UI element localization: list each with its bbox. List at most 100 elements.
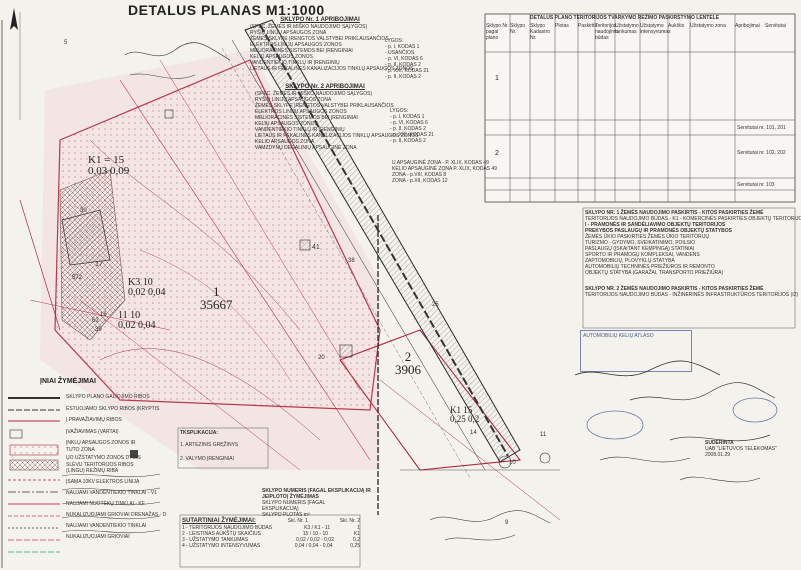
col-header: Užstatymo intensyvumas (640, 23, 671, 35)
lot2-purpose-heading: SKLYPO NR. 2 ŽEMĖS NAUDOJIMO PASKIRTIS -… (585, 286, 764, 292)
cond-label: 4 - UŽSTATYMO INTENSYVUMAS (182, 543, 261, 550)
lot-sub: 0,02 0,04 (128, 287, 166, 298)
agreed-date: 2008.01.29 (705, 452, 731, 458)
lot-label: 2 3906 (395, 350, 421, 376)
lot1-purpose-heading: SKLYPO NR. 1 ŽEMĖS NAUDOJIMO PASKIRTIS -… (585, 210, 764, 216)
zone-line: U APSAUGINĖ ZONA - P. XLIX, KODAS 49 (392, 160, 489, 166)
restriction-line: KELIŲ APSAUGOS ZONOS (250, 54, 313, 61)
lot-1-outline (54, 59, 381, 411)
restriction-line: KELIŲ APSAUGOS ZONOS (255, 121, 318, 128)
lot-label: K1 15 0,25 0,2 (450, 406, 479, 424)
restrictions-lot2-codes: LYGOS: - p. I, KODAS 1 - p. VI, KODAS 6 … (390, 108, 460, 144)
row-lot-number: 2 (495, 150, 499, 157)
purpose-line: TURIZMO - GYDYMO, SVEIKATINIMO, POILSIO (585, 240, 696, 246)
legend-item: (LINGU) REŽIMŲ RIBA (66, 468, 119, 474)
restrictions-lot1: SKLYPO Nr. 1 APRIBOJIMAI (SPEC. ŽEMĖS IR… (250, 17, 414, 73)
table-note: Servitutai nr. 101, 201 (737, 125, 786, 131)
cond-b: 0,25 (350, 543, 360, 550)
restrictions-lot2: SKLYPO Nr. 2 APRIBOJIMAI (SPEC. ŽEMĖS IR… (255, 84, 418, 152)
purpose-line: PASLAUGŲ (ĮSKAITANT KEMPINGĄ) STATINIAI (585, 246, 695, 252)
plan-point: 11 (540, 432, 547, 438)
cond-label: 3 - UŽSTATYMO TANKUMAS (182, 537, 249, 544)
legend-item: ŲO UŽSTATYMO ZONOS DYDIS (66, 455, 141, 461)
restriction-line: VANDENTIEKIO TINKLŲ IR ĮRENGINIŲ (255, 127, 345, 134)
row-lot-number: 1 (495, 75, 499, 82)
legend-item: ĮNKLŲ APSAUGOS ZONOS IR (66, 440, 136, 446)
restrictions-lot1-heading: SKLYPO Nr. 1 APRIBOJIMAI (280, 17, 360, 23)
legend-item: NAUJAMI VANDENTIEKIO TINKLAI - V1 (66, 490, 157, 496)
legend-list: SKLYPO PLANO GALIOJIMO RIBOS ESTUOJAMO S… (66, 394, 166, 545)
code-line: - USAN­ČIOS (385, 50, 415, 56)
restriction-line: MELIORACINĖS SISTEMOS BEI ĮRENGINIAI (255, 115, 358, 122)
purpose-line: ŽEMĖS ŪKIO PASKIRTIES ŽEMĖS ŪKIO TERITOR… (585, 234, 710, 240)
conditional-heading: SUTARTINIAI ŽYMĖJIMAI: (182, 518, 256, 524)
approval-stamp: AUTOMOBILIŲ KELIŲ ATLASO (580, 330, 692, 372)
lot-expl-row: SKLYPO NUMERIS (FAGAL (262, 500, 326, 506)
plan-point: 572 (72, 275, 83, 281)
plan-point: 14 (470, 430, 477, 436)
purpose-line: AUTOMOBILIŲ TECHNINĖS PRIEŽIŪROS IR REMO… (585, 264, 715, 270)
building (299, 239, 311, 251)
agreed-org: UAB "LIETUVOS TELEKOMAS" (705, 446, 777, 452)
cond-label: 2 - LEISTINAS AUKŠTŲ SKAIČIUS (182, 531, 261, 538)
cond-a: 0,04 / 0,04 - 0,04 (294, 543, 333, 550)
lot-label: K1 = 15 0,03 0,09 (88, 155, 129, 177)
lot-id: K1 = 15 (88, 154, 125, 166)
lot-id: 11 10 (118, 310, 141, 321)
road-band (244, 19, 521, 463)
restriction-line: LIETAUS IR FEKALINES KANALIZACIJOS TINKL… (250, 66, 414, 73)
plan-point: 5 (64, 40, 68, 46)
lot-label: K3 10 0,02 0,04 (128, 278, 166, 298)
code-line: - p. II, KODAS 2 (390, 138, 426, 144)
code-line: - p. XXI, KODAS 21 (385, 68, 429, 74)
plan-point: 39 (95, 327, 102, 333)
plan-point: 41 (312, 244, 320, 251)
cond-label: 1 - TERITORIJOS NAUDOJIMO BŪDAS (182, 525, 273, 532)
plan-point: 38 (348, 258, 355, 264)
col-header: Sklypo Kadastro Nr. (530, 23, 551, 41)
restriction-line: ELEKTROS LINIJŲ APSAUGOS ZONOS (255, 109, 347, 116)
purpose-line: I - PRAMONĖS IR SANDĖLIAVIMO OBJEKTŲ TER… (585, 222, 726, 228)
zone-line: KELIO APSAUGINĖ ZONA P. XLIX, KODAS 49 (392, 166, 497, 172)
restriction-line: (SPEC. ŽEMĖS IR MIŠKO NAUDOJIMO SĄLYGOS) (255, 91, 373, 98)
col-header: Paskirtis (578, 23, 597, 29)
restriction-line: ELEKTROS LINIJŲ APSAUGOS ZONOS (250, 42, 342, 49)
lot-sub: 0,03 0,09 (88, 165, 130, 177)
col-header: Sklypo Nr. pagal plano (486, 23, 509, 41)
code-line: - p. VI, KODAS 6 (390, 120, 428, 126)
col-header: Servitutai (765, 23, 786, 29)
restriction-line: VAMZDYNŲ DEGALINIŲ APSAUGINĖ ZONA (255, 145, 357, 152)
plan-point: 20 (318, 355, 325, 361)
code-line: - p. II, KODAS 2 (385, 74, 421, 80)
lot-expl-row: SKLYPO PLOTAS m² (262, 512, 310, 518)
code-line: - p. VI, KODAS 6 (385, 56, 423, 62)
legend-item: ESTUOJAMO SKLYPO RIBOS (KRYPTIS (66, 405, 160, 412)
legend-heading: ĮNIAI ŽYMĖJIMAI (40, 378, 97, 385)
restriction-line: ŽEMĖS SKLYPE ĮRENGTOS VALSTYBEI PRIKLAUS… (250, 36, 389, 43)
code-line: - p. XXI, KODAS 21 (390, 132, 434, 138)
plan-point: 30 (80, 208, 87, 214)
legend-item: NUKALIZUOJAMI GRIOVIAI DRENAŽAS - D (66, 512, 167, 518)
col-header: Sklypo Nr. (510, 23, 526, 35)
purpose-line: SPORTO IR PRAMOGŲ KOMPLEKSAI, VANDENS (585, 252, 700, 258)
col-header: Plotas (555, 23, 569, 29)
zone-line: ZONA - p.XII, KODAS 12 (392, 178, 448, 184)
building (130, 450, 138, 458)
lot-id: K3 10 (128, 277, 153, 288)
handwriting-notes (61, 473, 161, 534)
col-header: Apribojimai (735, 23, 760, 29)
north-arrow (10, 8, 18, 30)
plan-point: 17 (95, 261, 103, 268)
purpose-line: TERITORIJOS NAUDOJIMO BŪDAS - INŽINERINĖ… (585, 292, 799, 298)
lot-number-explanation: SKLYPO NUMERIS (FAGAL EKSPLIKACIJĄ IR JE… (262, 488, 377, 518)
agreed-label: SUDERINTA (705, 440, 734, 446)
building (339, 344, 353, 358)
legend-item: NAUJAMI VANDENTIEKIO TINKLAI (66, 523, 147, 529)
plan-point: 10 (509, 460, 516, 466)
right-table-header: Sklypo Nr. pagal plano Sklypo Nr. Sklypo… (486, 23, 794, 41)
lot-sub: 35667 (200, 297, 233, 312)
col-header: Užstatymo zona (690, 23, 726, 29)
handwriting-top (124, 42, 231, 79)
agreed-stamp: SUDERINTA UAB "LIETUVOS TELEKOMAS" 2008.… (705, 440, 800, 470)
